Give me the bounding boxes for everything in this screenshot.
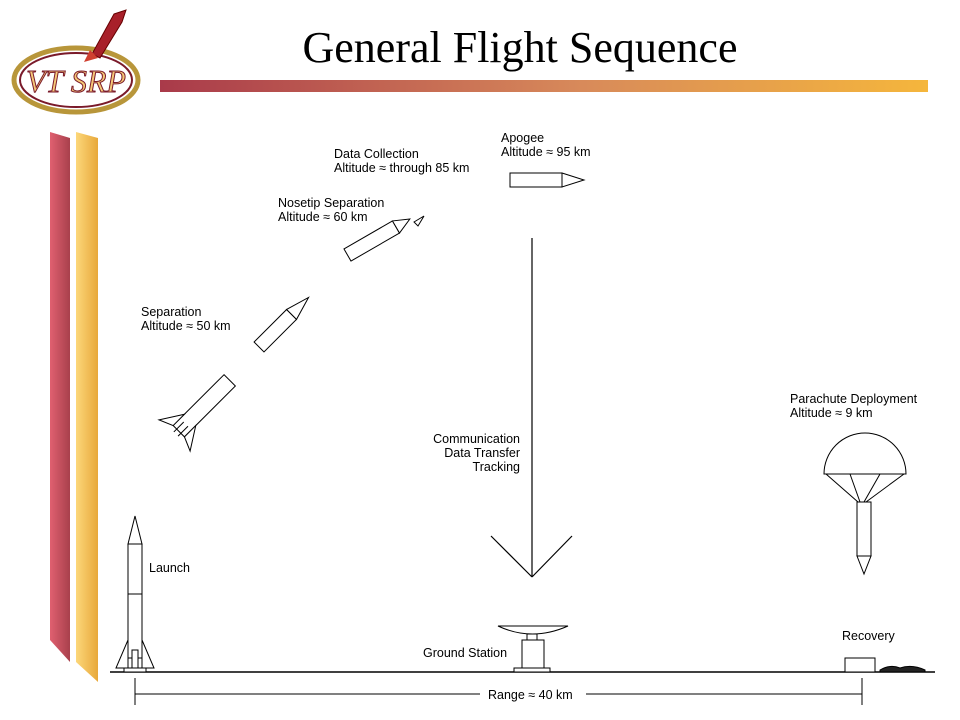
ground-station-label: Ground Station (423, 646, 508, 660)
data-collection-label: Data Collection Altitude ≈ through 85 km (334, 147, 469, 175)
recovery-label: Recovery (842, 629, 895, 643)
communication-line-1: Communication (433, 432, 520, 446)
recovery-box (844, 657, 926, 673)
apogee-name: Apogee (501, 131, 545, 145)
communication-label: Communication Data Transfer Tracking (400, 432, 520, 474)
nosetip-altitude: Altitude ≈ 60 km (278, 210, 368, 224)
parachute-payload (823, 432, 907, 576)
apogee-altitude: Altitude ≈ 95 km (501, 145, 591, 159)
svg-text:VT SRP: VT SRP (26, 63, 126, 99)
logo-rocket-icon (91, 9, 127, 59)
separation-name: Separation (141, 305, 202, 319)
communication-line-3: Tracking (472, 460, 520, 474)
title-underline-bar (160, 80, 928, 92)
separation-rocket (157, 296, 310, 453)
separation-label: Separation Altitude ≈ 50 km (141, 305, 231, 333)
nosetip-name: Nosetip Separation (278, 196, 385, 210)
side-bar-red (50, 132, 70, 662)
launch-label: Launch (149, 561, 191, 575)
launch-rocket (115, 515, 155, 673)
apogee-payload (509, 172, 586, 188)
communication-line-2: Data Transfer (444, 446, 520, 460)
page-title: General Flight Sequence (302, 23, 738, 72)
parachute-name: Parachute Deployment (790, 392, 918, 406)
communication-arrow (490, 238, 573, 578)
ground-station-dish (497, 625, 569, 673)
apogee-label: Apogee Altitude ≈ 95 km (501, 131, 591, 159)
nosetip-label: Nosetip Separation Altitude ≈ 60 km (278, 196, 384, 224)
nosetip-separation-rocket (343, 215, 425, 262)
parachute-altitude: Altitude ≈ 9 km (790, 406, 873, 420)
parachute-label: Parachute Deployment Altitude ≈ 9 km (790, 392, 917, 420)
vtsrp-logo: VT SRP (11, 9, 141, 115)
side-bar-gold (76, 132, 98, 682)
data-collection-name: Data Collection (334, 147, 419, 161)
range-dimension (134, 678, 863, 705)
separation-altitude: Altitude ≈ 50 km (141, 319, 231, 333)
range-label: Range ≈ 40 km (488, 688, 573, 702)
data-collection-altitude: Altitude ≈ through 85 km (334, 161, 470, 175)
